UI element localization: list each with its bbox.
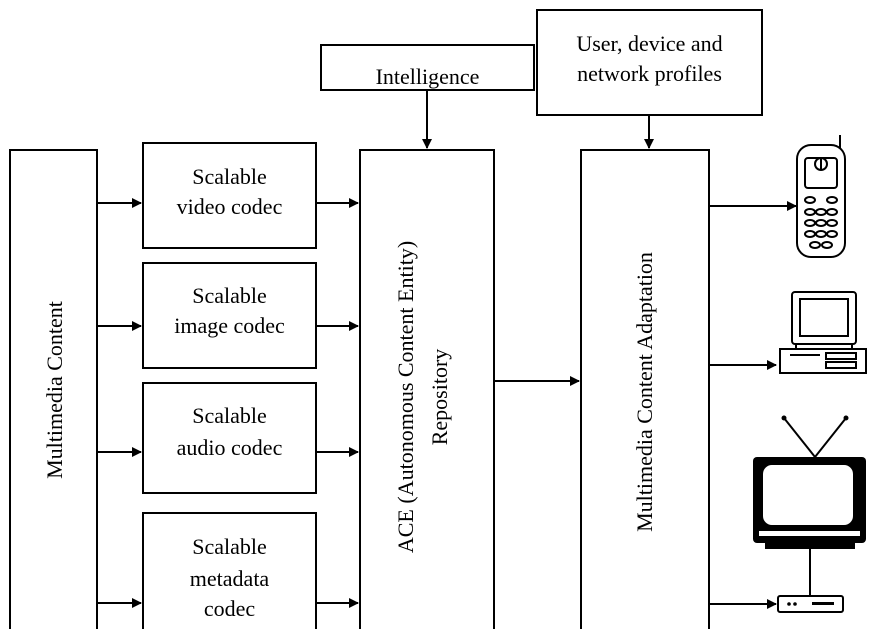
codec-box-audio: Scalable audio codec xyxy=(142,382,317,494)
codec-label-line1: Scalable xyxy=(192,403,267,428)
multimedia-content-label: Multimedia Content xyxy=(42,301,67,479)
ace-label-line2: Repository xyxy=(427,349,452,446)
codec-label-line1: Scalable xyxy=(192,164,267,189)
codec-label-line2: video codec xyxy=(177,194,283,219)
ace-label-line1: ACE (Autonomous Content Entity) xyxy=(393,241,418,553)
codec-box-metadata: Scalable metadata codec xyxy=(142,512,317,629)
profiles-box: User, device and network profiles xyxy=(536,9,763,116)
codec-box-video: Scalable video codec xyxy=(142,142,317,249)
intelligence-label: Intelligence xyxy=(376,64,480,89)
codec-label-line2: audio codec xyxy=(177,435,283,460)
multimedia-content-box: Multimedia Content xyxy=(9,149,98,629)
intelligence-box: Intelligence xyxy=(320,44,535,91)
codec-label-line2: metadata xyxy=(190,566,270,591)
codec-label-line2: image codec xyxy=(174,313,285,338)
mobile-phone-icon xyxy=(796,135,846,258)
codec-box-image: Scalable image codec xyxy=(142,262,317,369)
profiles-label-line1: User, device and xyxy=(576,31,722,56)
codec-label-line3: codec xyxy=(204,596,256,621)
adaptation-box: Multimedia Content Adaptation xyxy=(580,149,710,629)
adaptation-label: Multimedia Content Adaptation xyxy=(632,252,657,532)
desktop-computer-icon xyxy=(779,291,867,374)
arrows-codecs-to-ace xyxy=(316,198,359,608)
codec-label-line1: Scalable xyxy=(192,534,267,559)
profiles-label-line2: network profiles xyxy=(577,61,722,86)
codec-label-line1: Scalable xyxy=(192,283,267,308)
television-icon xyxy=(753,415,866,613)
arrows-adaptation-to-devices xyxy=(709,201,797,609)
ace-repository-box: ACE (Autonomous Content Entity) Reposito… xyxy=(359,149,495,629)
arrows-content-to-codecs xyxy=(97,198,142,608)
